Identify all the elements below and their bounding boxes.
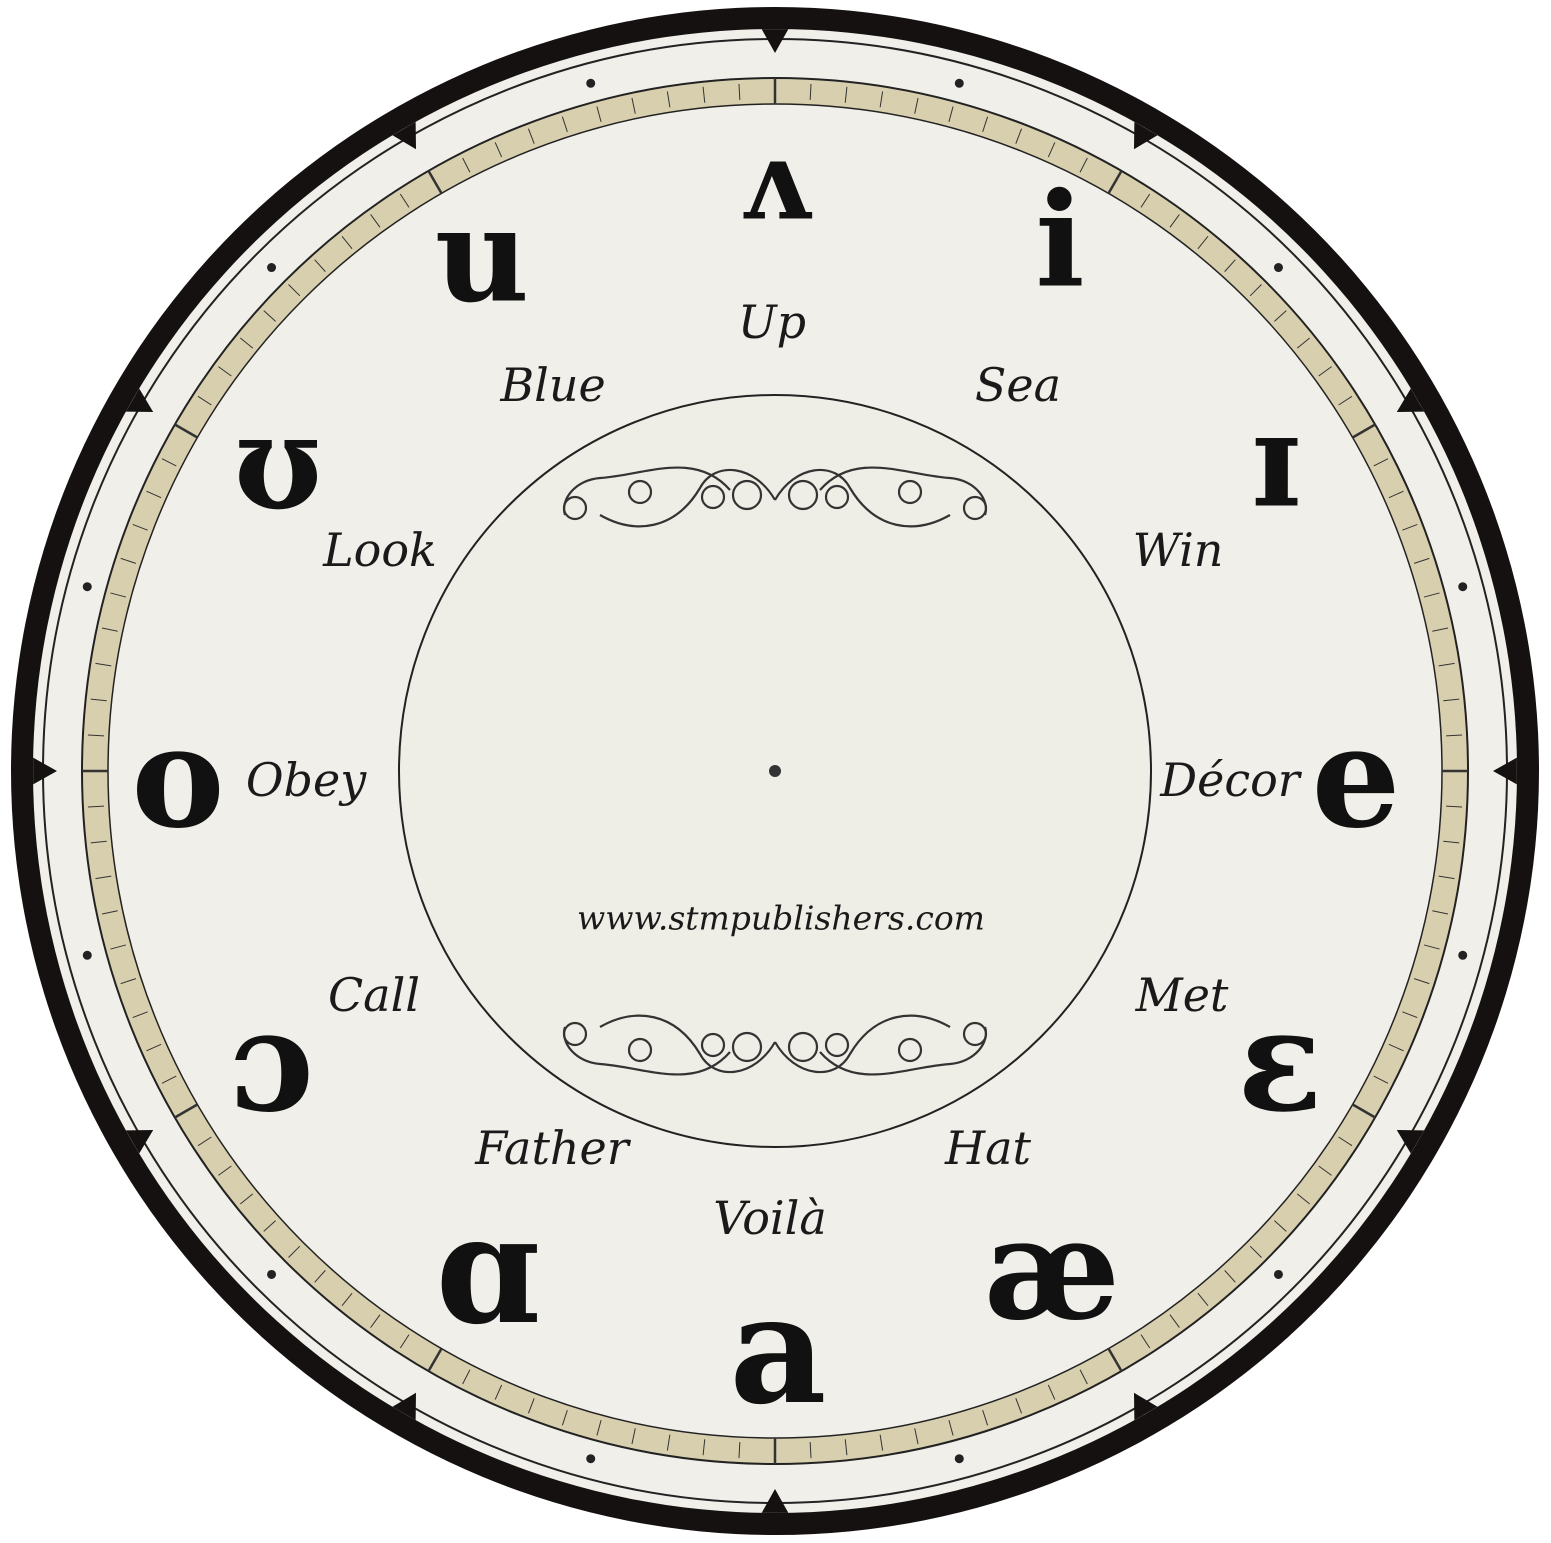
- hour-3-word: Décor: [1159, 753, 1303, 807]
- hour-6-word: Voilà: [713, 1191, 827, 1245]
- half-hour-dot: [267, 263, 276, 272]
- half-hour-dot: [83, 951, 92, 960]
- half-hour-dot: [955, 1454, 964, 1463]
- publisher-url: www.stmpublishers.com: [577, 899, 985, 938]
- half-hour-dot: [1458, 951, 1467, 960]
- hour-7-symbol: ɑ: [436, 1182, 541, 1358]
- hour-5-word: Hat: [944, 1121, 1032, 1175]
- hour-9-symbol: o: [131, 696, 224, 860]
- half-hour-dot: [1274, 1270, 1283, 1279]
- hour-1-symbol: i: [1035, 164, 1084, 317]
- hour-4-symbol: ɛ: [1237, 980, 1322, 1144]
- hour-3-symbol: e: [1311, 696, 1400, 860]
- hour-10-symbol: ʊ: [234, 386, 322, 539]
- half-hour-dot: [1458, 582, 1467, 591]
- hour-5-symbol: æ: [984, 1188, 1121, 1352]
- half-hour-dot: [267, 1270, 276, 1279]
- hour-11-word: Blue: [499, 358, 605, 412]
- hour-12-word: Up: [738, 295, 806, 349]
- half-hour-dot: [955, 79, 964, 88]
- hour-4-word: Met: [1135, 968, 1229, 1022]
- hour-8-word: Call: [328, 968, 420, 1022]
- center-dot: [769, 765, 781, 777]
- half-hour-dot: [1274, 263, 1283, 272]
- half-hour-dot: [83, 582, 92, 591]
- hour-1-word: Sea: [975, 358, 1061, 412]
- hour-6-symbol: a: [729, 1262, 826, 1438]
- hour-10-word: Look: [322, 523, 437, 577]
- half-hour-dot: [586, 1454, 595, 1463]
- hour-11-symbol: u: [435, 179, 530, 332]
- hour-8-symbol: ɔ: [229, 980, 314, 1144]
- hour-2-symbol: ɪ: [1251, 384, 1300, 537]
- hour-7-word: Father: [474, 1121, 632, 1175]
- half-hour-dot: [586, 79, 595, 88]
- hour-2-word: Win: [1133, 523, 1224, 577]
- hour-9-word: Obey: [246, 753, 367, 807]
- hour-12-symbol: ʌ: [740, 116, 813, 245]
